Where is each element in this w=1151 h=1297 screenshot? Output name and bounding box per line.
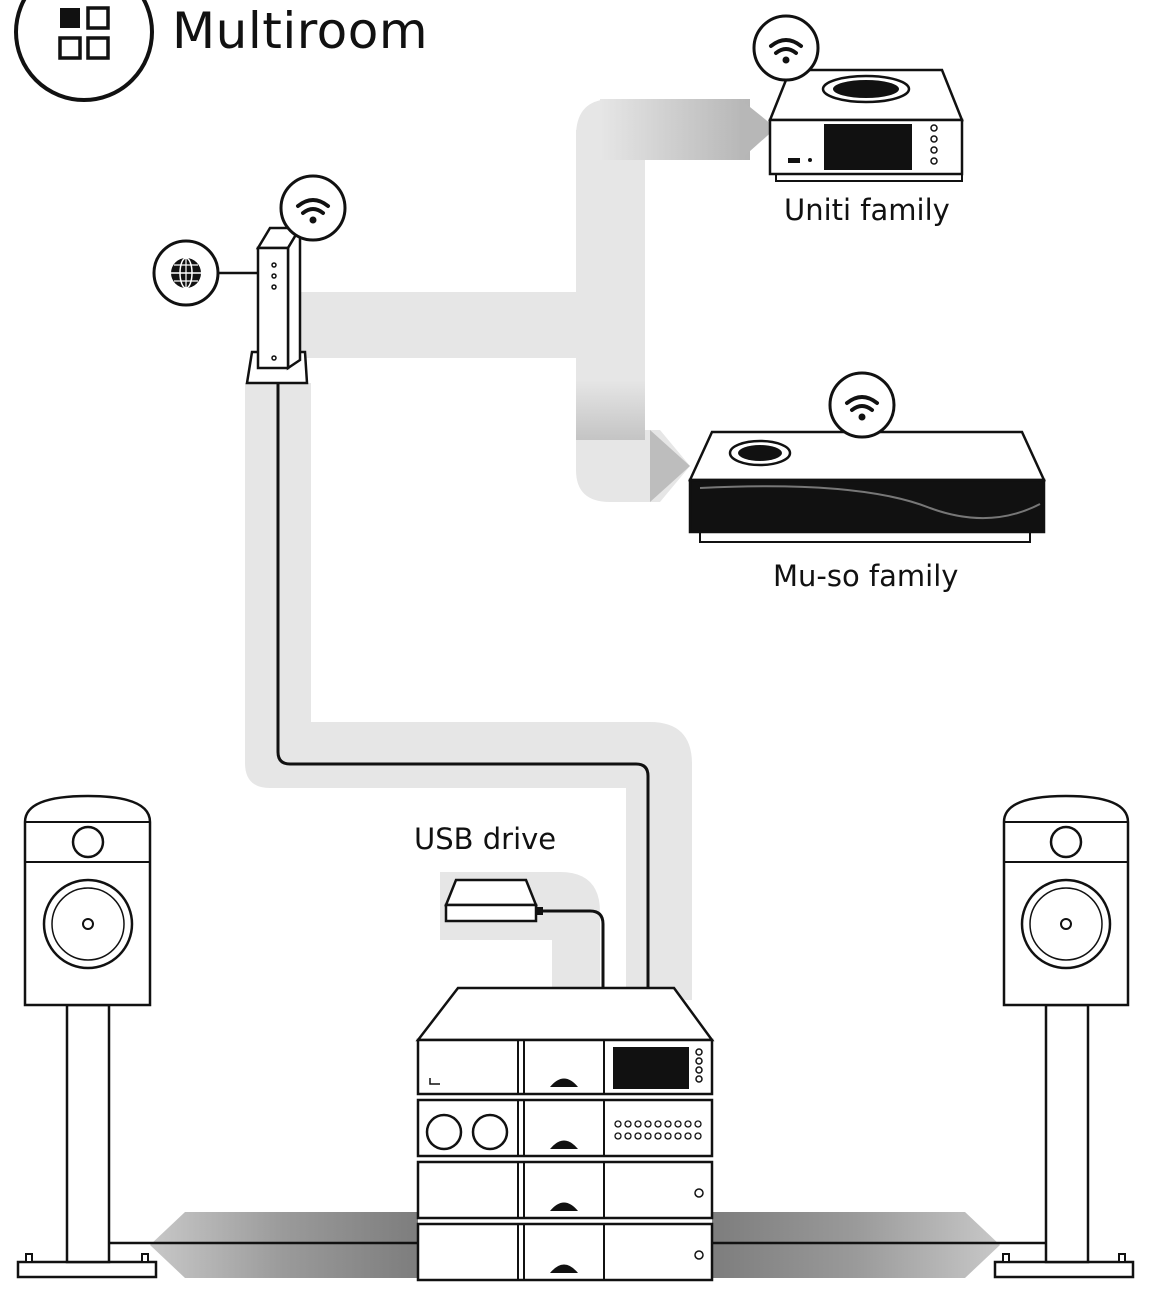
router-device (216, 223, 309, 385)
muso-device (688, 430, 1046, 543)
usb-drive-label: USB drive (414, 822, 557, 856)
usb-drive (444, 878, 605, 990)
globe-icon (152, 239, 220, 307)
page-title: Multiroom (172, 2, 429, 60)
uniti-device (768, 68, 964, 182)
muso-family-label: Mu-so family (773, 559, 959, 593)
uniti-family-label: Uniti family (784, 193, 950, 227)
wifi-icon (828, 371, 896, 439)
multiroom-grid-icon (14, 0, 154, 102)
left-speaker (16, 794, 418, 1279)
wifi-icon (752, 14, 820, 82)
hifi-stack (415, 986, 715, 1282)
ethernet-cable (276, 383, 650, 990)
wifi-icon (279, 174, 347, 242)
right-speaker (712, 794, 1135, 1279)
